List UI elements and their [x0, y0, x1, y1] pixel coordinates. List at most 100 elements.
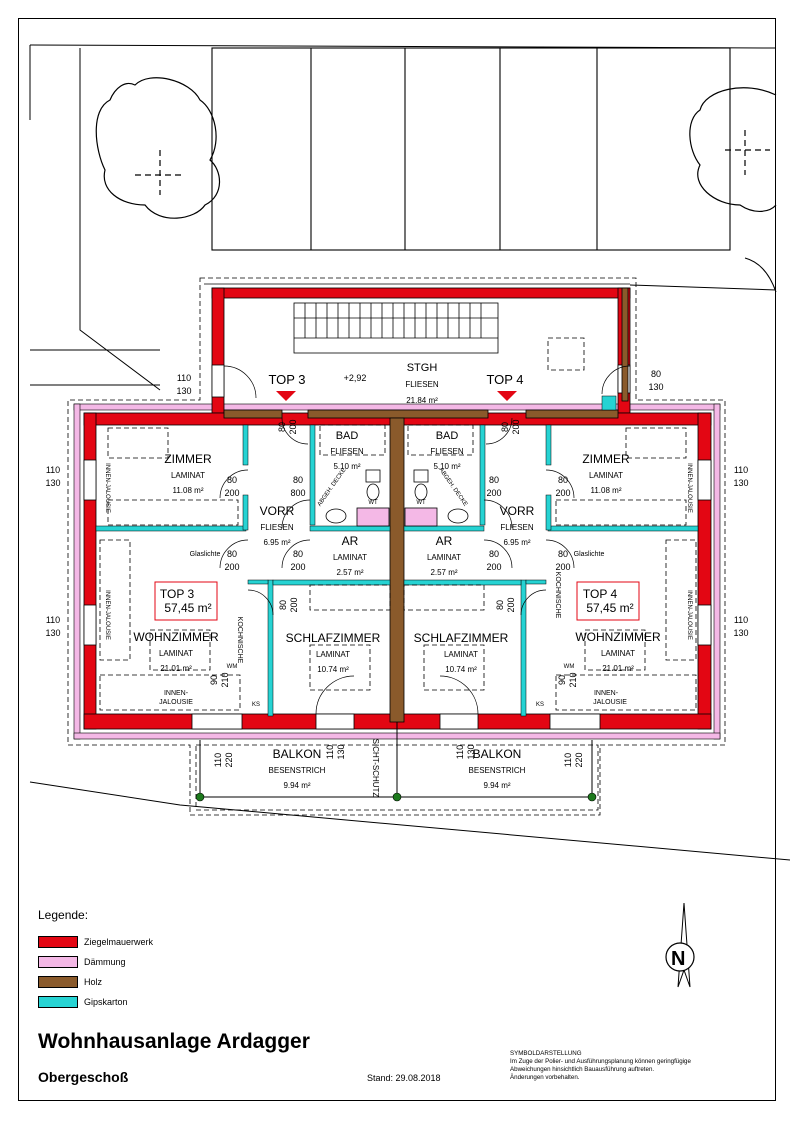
tree-right-icon	[689, 87, 777, 212]
tag-innen: INNEN-	[594, 690, 619, 697]
wood-walls	[223, 287, 629, 723]
window-dim-height: 130	[466, 744, 476, 759]
legend-label: Holz	[84, 977, 103, 987]
door-dim-height: 200	[555, 562, 570, 572]
room-ar-right: AR	[436, 534, 453, 548]
door-dim-width: 90	[557, 675, 567, 685]
window-dim-width: 110	[177, 373, 191, 383]
room-vorr-left: VORR	[260, 504, 295, 518]
window-dim-width: 110	[46, 465, 60, 475]
window-dim-height: 130	[336, 744, 346, 759]
site-line-path	[79, 48, 161, 391]
door-dim-width: 80	[500, 422, 510, 432]
legend-swatch-insulation	[38, 956, 78, 968]
dashed-fixtures	[99, 337, 697, 811]
tag-ks: KS	[252, 702, 260, 708]
door-dim-width: 80	[489, 475, 499, 485]
room-balkon-area: 9.94 m²	[283, 781, 310, 790]
note-line: Im Zuge der Polier- und Ausführungsplanu…	[510, 1058, 691, 1065]
room-ar-floor: LAMINAT	[427, 553, 461, 562]
drawing-frame	[18, 18, 776, 1101]
room-bad-floor: FLIESEN	[430, 447, 464, 456]
window-dim-width: 80	[651, 369, 661, 379]
room-vorr-area: 6.95 m²	[503, 538, 530, 547]
tag-abgeh-decke: ABGEH. DECKE	[317, 467, 348, 507]
door-dim-height: 800	[290, 488, 305, 498]
tag-ks: KS	[536, 702, 544, 708]
unit-name: TOP 3	[160, 587, 195, 601]
room-schlafzimmer-floor: LAMINAT	[316, 650, 350, 659]
tree-left-icon	[95, 77, 221, 219]
window-dim-height: 130	[176, 386, 191, 396]
legend-item: Dämmung	[38, 952, 153, 972]
room-vorr-floor: FLIESEN	[260, 523, 294, 532]
door-dim-width: 80	[495, 600, 505, 610]
unit-area: 57,45 m²	[164, 601, 211, 615]
tag-wt: WT	[368, 500, 378, 506]
door-dim-width: 80	[277, 422, 287, 432]
legend-item: Gipskarton	[38, 992, 153, 1012]
balcony-door-dim-width: 110	[563, 753, 573, 767]
disclaimer-note: SYMBOLDARSTELLUNG Im Zuge der Polier- un…	[510, 1050, 750, 1082]
room-ar-left: AR	[342, 534, 359, 548]
legend-label: Gipskarton	[84, 997, 128, 1007]
site-line-right	[629, 284, 777, 291]
window-dim-height: 130	[733, 478, 748, 488]
tag-abgeh-decke: ABGEH. DECKE	[437, 467, 468, 507]
room-balkon-floor: BESENSTRICH	[469, 766, 526, 775]
window-dim-height: 130	[648, 382, 663, 392]
parking-area	[211, 47, 731, 251]
plan-date: Stand: 29.08.2018	[367, 1073, 441, 1083]
unit-boxes	[154, 581, 640, 621]
tag-innen: INNEN-	[164, 690, 189, 697]
legend-item: Holz	[38, 972, 153, 992]
tag-glaslichte: Glaslichte	[190, 551, 221, 558]
floor-title: Obergeschoß	[38, 1069, 129, 1085]
door-swings	[219, 365, 631, 715]
room-wohnzimmer-area: 21.01 m²	[160, 664, 192, 673]
note-line: Änderungen vorbehalten.	[510, 1074, 580, 1081]
door-dim-width: 80	[489, 549, 499, 559]
door-dim-height: 200	[486, 562, 501, 572]
room-wohnzimmer-floor: LAMINAT	[159, 649, 193, 658]
room-zimmer-right: ZIMMER	[582, 452, 630, 466]
door-dim-width: 80	[227, 549, 237, 559]
tag-innen-jalousie: INNEN-JALOUSIE	[686, 463, 692, 513]
door-dim-height: 200	[289, 597, 299, 612]
legend-swatch-drywall	[38, 996, 78, 1008]
legend-swatch-brick	[38, 936, 78, 948]
room-schlafzimmer-floor: LAMINAT	[444, 650, 478, 659]
site-curve-right	[744, 257, 777, 293]
room-wohnzimmer-left: WOHNZIMMER	[133, 630, 219, 644]
room-balkon-right: BALKON	[473, 747, 522, 761]
tag-kochnische: KOCHNISCHE	[554, 572, 561, 619]
compass-letter: N	[671, 948, 685, 970]
tag-kochnische: KOCHNISCHE	[236, 617, 243, 664]
room-bad-right: BAD	[436, 430, 459, 442]
door-dim-width: 80	[293, 475, 303, 485]
entrance-markers	[276, 391, 517, 401]
room-zimmer-floor: LAMINAT	[589, 471, 623, 480]
door-dim-width: 80	[278, 600, 288, 610]
room-balkon-floor: BESENSTRICH	[269, 766, 326, 775]
unit-area: 57,45 m²	[586, 601, 633, 615]
legend-item: Ziegelmauerwerk	[38, 932, 153, 952]
window-dim-width: 110	[734, 465, 748, 475]
legend-label: Dämmung	[84, 957, 126, 967]
room-schlafzimmer-right: SCHLAFZIMMER	[414, 631, 509, 645]
tag-glaslichte: Glaslichte	[574, 551, 605, 558]
stair-area: 21.84 m²	[406, 396, 438, 405]
room-wohnzimmer-area: 21.01 m²	[602, 664, 634, 673]
door-dim-height: 200	[288, 419, 298, 434]
top3-label: TOP 3	[268, 372, 305, 387]
balcony-door-dim-height: 220	[224, 752, 234, 767]
room-vorr-area: 6.95 m²	[263, 538, 290, 547]
tag-sichtschutz: SICHT-SCHUTZ	[371, 739, 380, 798]
door-dim-height: 210	[568, 672, 578, 687]
outline-dashed	[67, 277, 726, 816]
door-dim-height: 200	[555, 488, 570, 498]
window-dim-height: 130	[733, 628, 748, 638]
room-wohnzimmer-right: WOHNZIMMER	[575, 630, 661, 644]
room-schlafzimmer-left: SCHLAFZIMMER	[286, 631, 381, 645]
